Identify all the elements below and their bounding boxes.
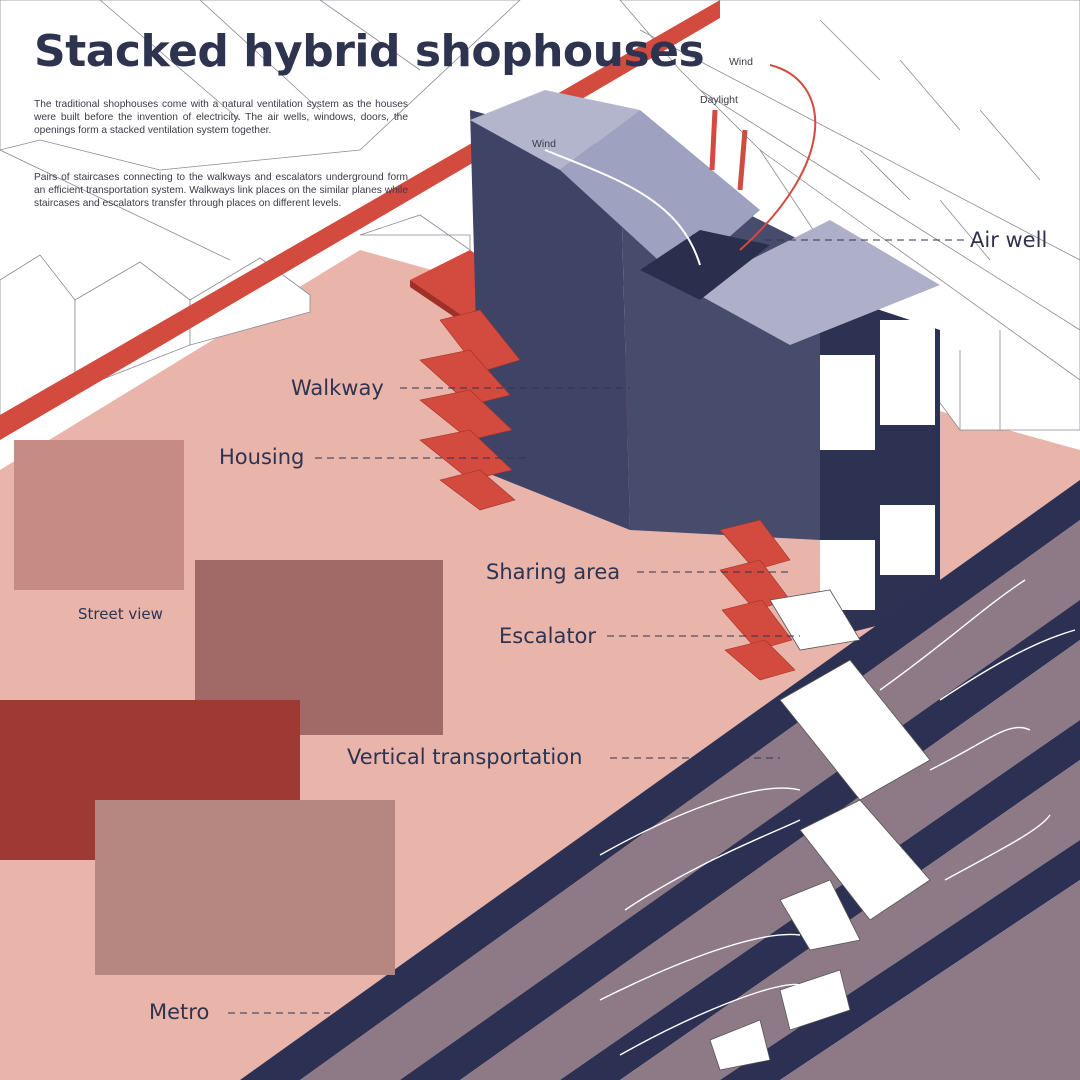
- flow-arrows: [599, 579, 1076, 1056]
- background-row-houses: [0, 0, 1080, 431]
- shophouse-building: [470, 90, 940, 640]
- sharing-area-label: Sharing area: [486, 560, 621, 584]
- daylight-label: Daylight: [700, 94, 738, 106]
- escalator-label: Escalator: [499, 624, 597, 648]
- transportation-paragraph: Pairs of staircases connecting to the wa…: [34, 172, 408, 209]
- ventilation-paragraph: The traditional shophouses come with a n…: [34, 99, 408, 136]
- street-view-label: Street view: [78, 605, 163, 623]
- leader-lines: [228, 239, 965, 1014]
- poster-title: Stacked hybrid shophouses: [34, 26, 705, 77]
- air-well-label: Air well: [970, 228, 1048, 252]
- wind-label-left: Wind: [532, 138, 556, 150]
- staircases: [419, 309, 796, 681]
- metro-label: Metro: [149, 1000, 210, 1024]
- metro-street-photo: [95, 800, 395, 975]
- church-photo: [14, 440, 184, 590]
- walkway-label: Walkway: [291, 376, 384, 400]
- airflow-arrows: [544, 64, 817, 266]
- vertical-transportation-label: Vertical transportation: [347, 745, 583, 769]
- wind-label-right: Wind: [729, 56, 753, 68]
- housing-label: Housing: [219, 445, 305, 469]
